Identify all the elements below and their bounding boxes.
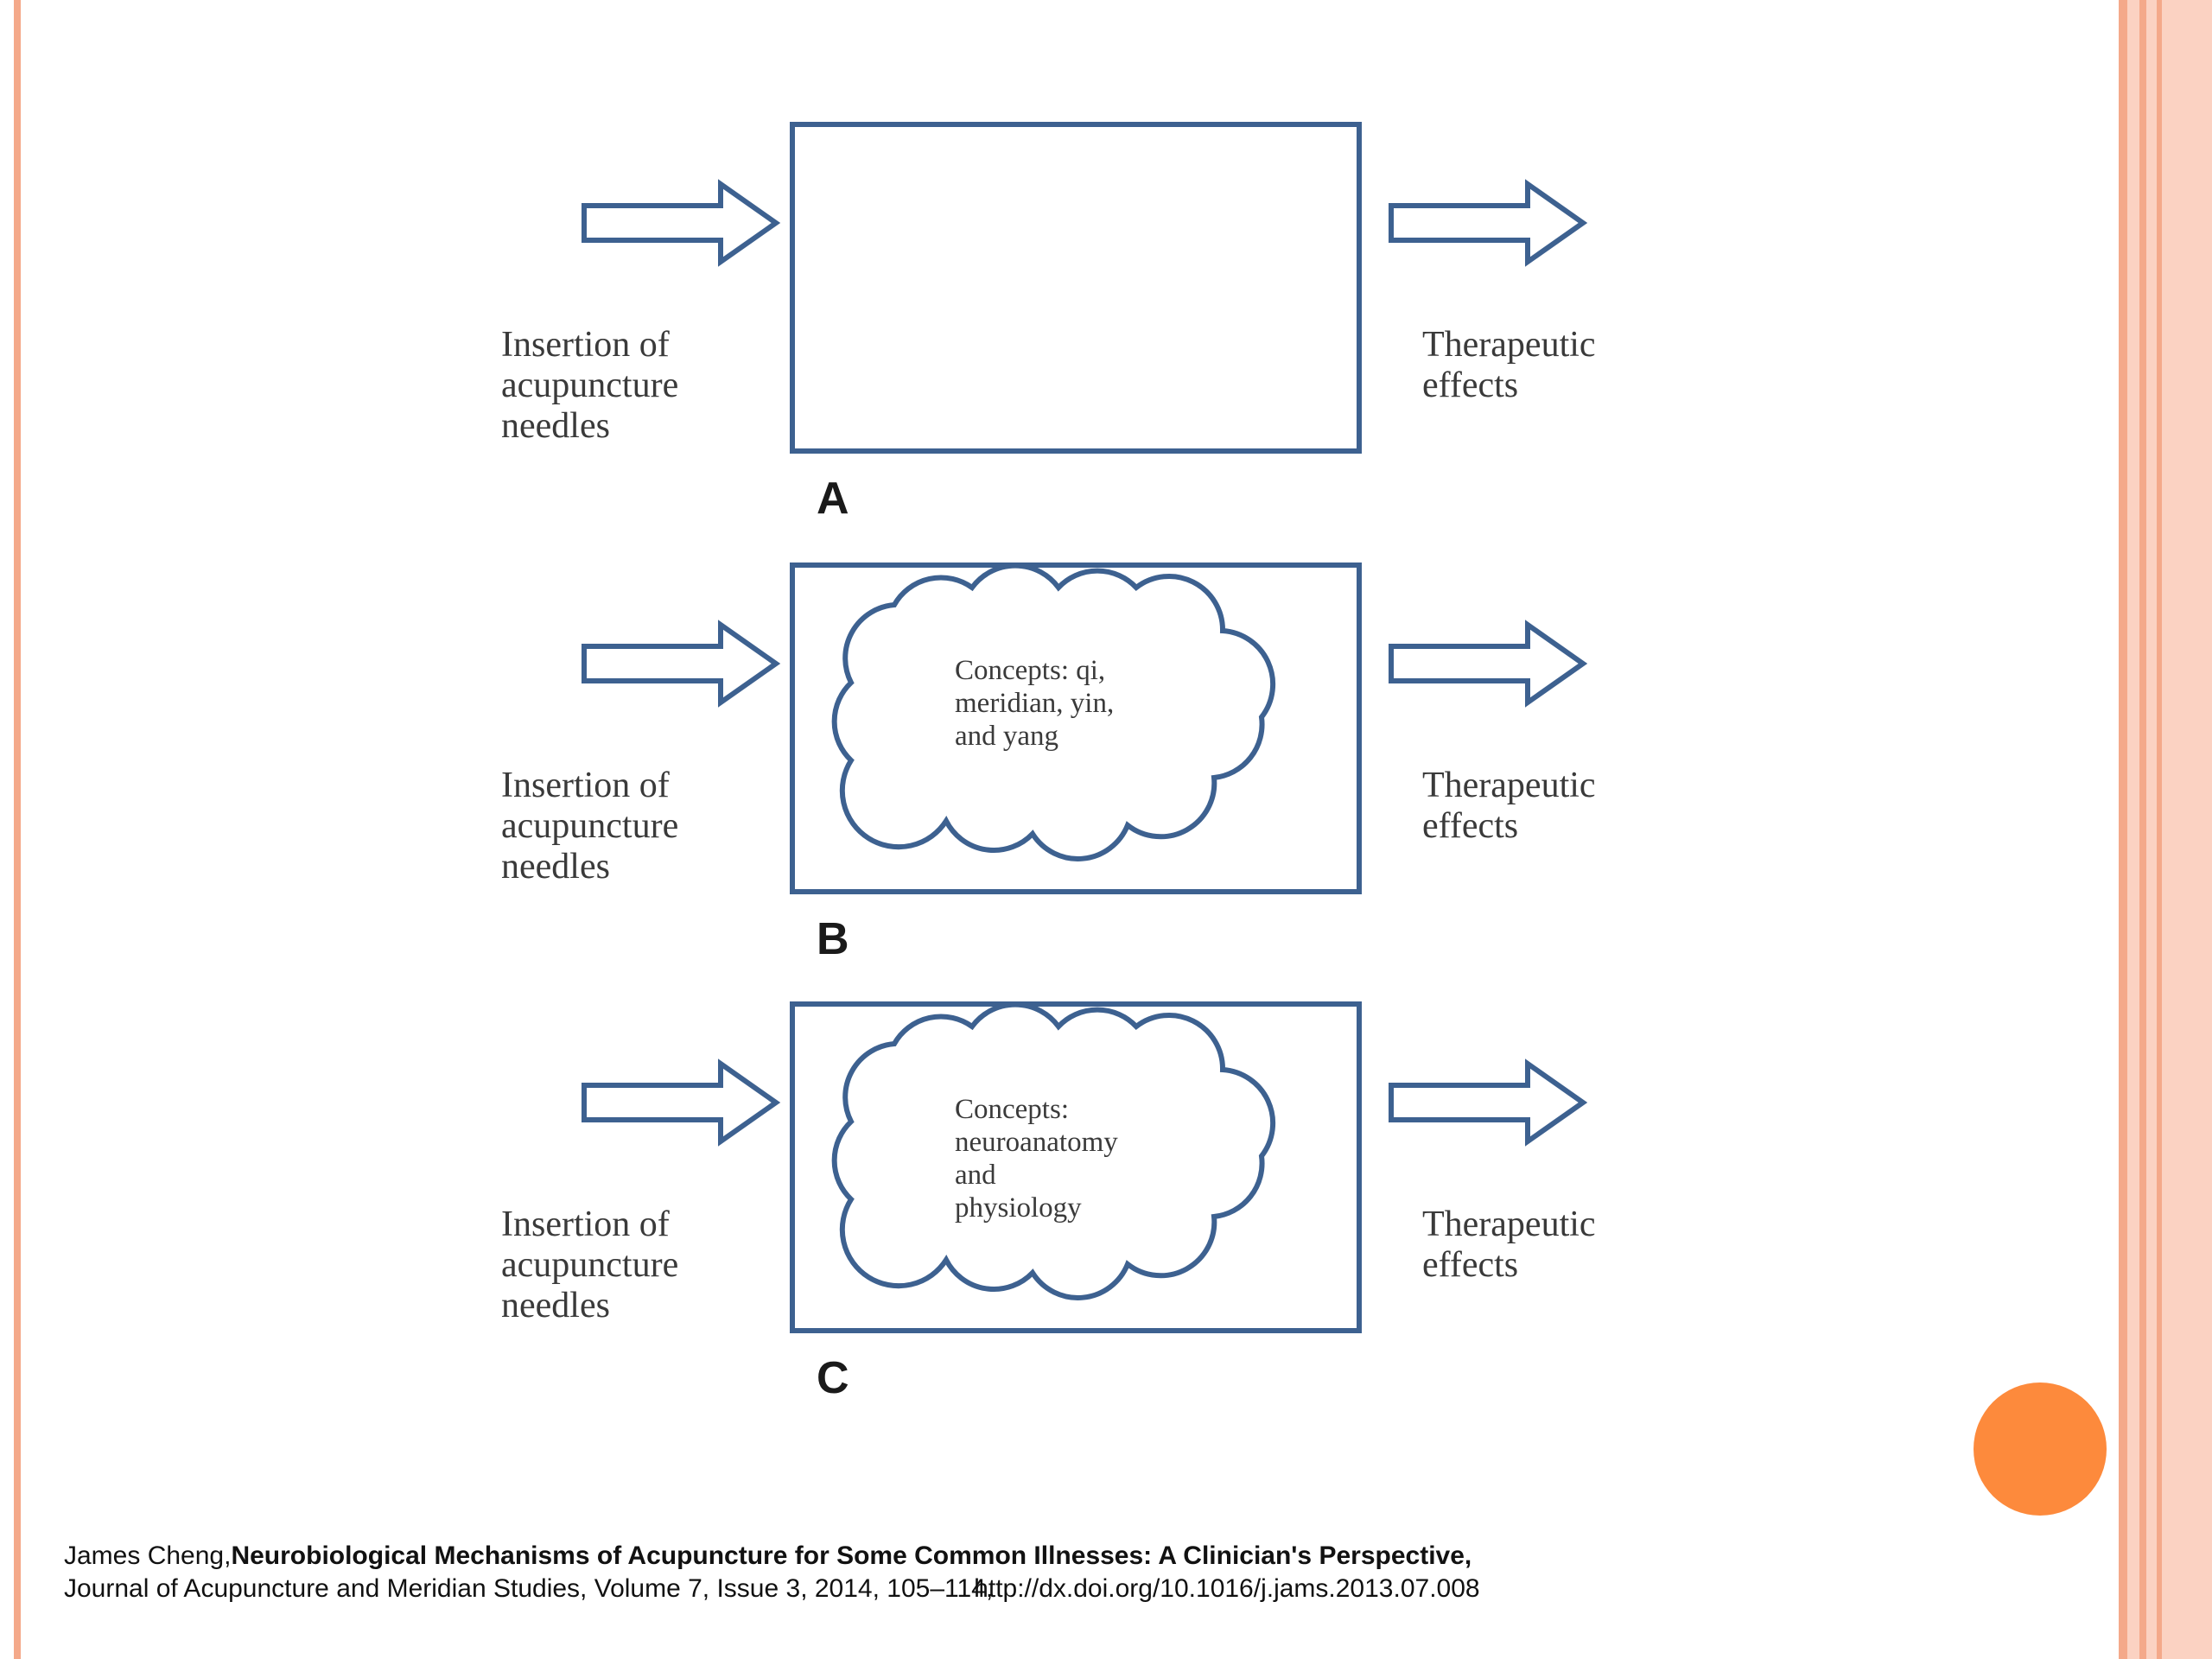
output-label-line: Therapeutic [1422,766,1596,805]
citation-title: Neurobiological Mechanisms of Acupunctur… [231,1541,1472,1570]
panel-box-b [790,563,1362,894]
output-arrow-icon [1389,179,1588,267]
input-arrow-icon [582,1058,781,1147]
input-label-line: Insertion of [501,766,670,805]
panel-letter: A [817,474,849,524]
cloud-text-line: physiology [955,1192,1082,1224]
output-arrow-icon [1389,620,1588,708]
cloud-text-line: Concepts: qi, [955,655,1105,686]
input-label-line: Insertion of [501,325,670,365]
input-arrow-icon [582,179,781,267]
output-label-line: effects [1422,1245,1518,1285]
citation-line-1: James Cheng,Neurobiological Mechanisms o… [64,1541,1471,1571]
citation-journal: Journal of Acupuncture and Meridian Stud… [64,1574,994,1603]
panel-box-c [790,1001,1362,1333]
cloud-text-line: and [955,1160,996,1191]
citation-line-2: Journal of Acupuncture and Meridian Stud… [64,1574,1480,1604]
right-border-line-2 [2139,0,2146,1659]
citation-author: James Cheng, [64,1541,232,1570]
input-label-line: acupuncture [501,806,678,846]
input-label-line: acupuncture [501,1245,678,1285]
input-arrow-icon [582,620,781,708]
input-label-line: needles [501,847,610,887]
panel-letter: C [817,1353,849,1403]
cloud-text-line: meridian, yin, [955,688,1114,719]
input-label-line: needles [501,406,610,446]
decorative-circle [1974,1382,2107,1516]
citation-doi[interactable]: http://dx.doi.org/10.1016/j.jams.2013.07… [974,1574,1480,1603]
right-border-line-3 [2157,0,2162,1659]
panel-box-a [790,122,1362,454]
right-border-band [2119,0,2212,1659]
cloud-text-line: neuroanatomy [955,1127,1118,1158]
output-label-line: Therapeutic [1422,325,1596,365]
left-border-line [14,0,21,1659]
output-label-line: effects [1422,806,1518,846]
input-label-line: Insertion of [501,1205,670,1244]
panel-letter: B [817,914,849,964]
cloud-text-line: Concepts: [955,1094,1069,1125]
input-label-line: acupuncture [501,365,678,405]
cloud-text-line: and yang [955,721,1058,752]
input-label-line: needles [501,1286,610,1325]
output-label-line: effects [1422,365,1518,405]
output-label-line: Therapeutic [1422,1205,1596,1244]
right-border-line-1 [2119,0,2127,1659]
concept-cloud-shape [831,563,1276,861]
concept-cloud-shape [831,1001,1276,1300]
output-arrow-icon [1389,1058,1588,1147]
